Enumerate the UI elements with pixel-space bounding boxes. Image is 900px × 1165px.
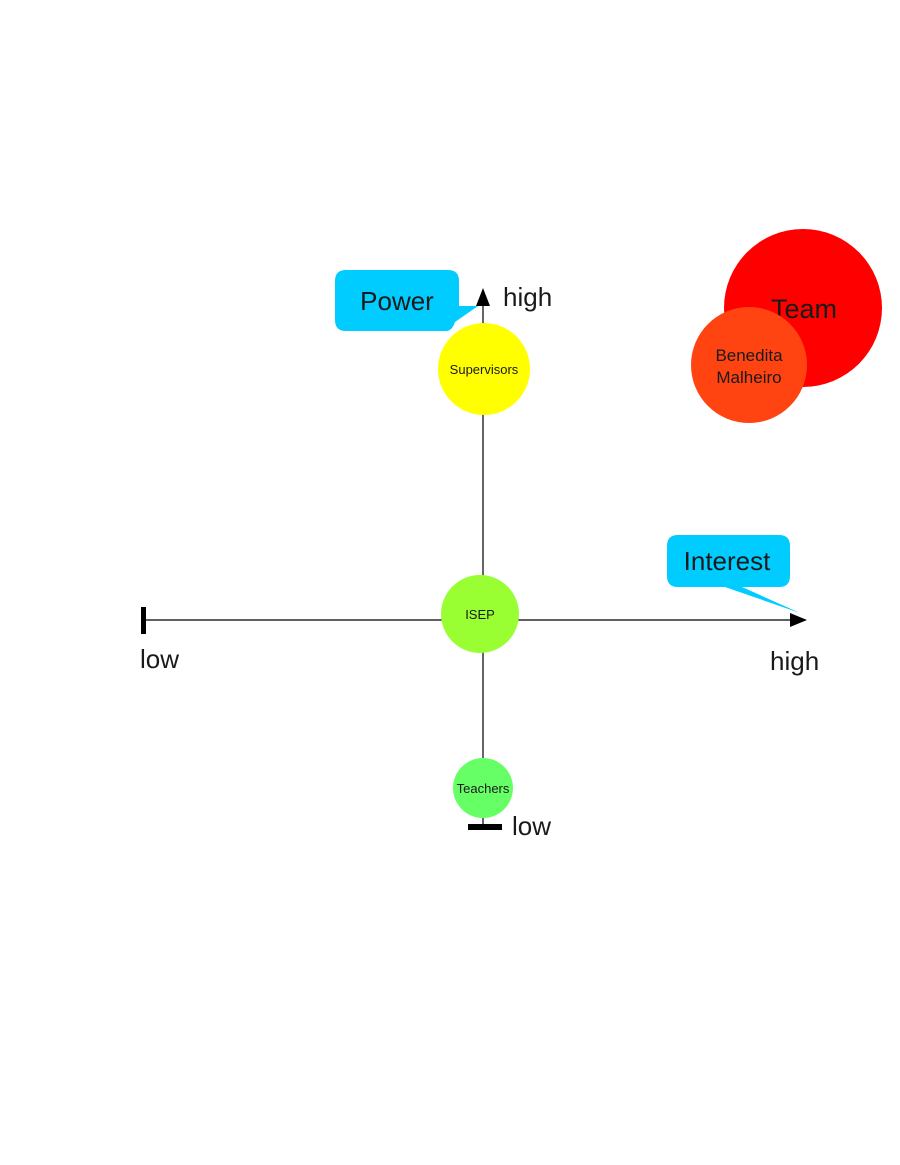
power-callout-bubble <box>335 270 478 331</box>
power-low-label: low <box>512 811 551 841</box>
power-high-label: high <box>503 282 552 312</box>
power-callout: Power <box>335 270 478 331</box>
interest-high-label: high <box>770 646 819 676</box>
teachers-circle <box>453 758 513 818</box>
isep-label: ISEP <box>465 607 495 622</box>
power-axis-arrowhead <box>476 288 490 306</box>
power-callout-label: Power <box>360 286 434 316</box>
benedita-malheiro-label-line2: Malheiro <box>716 368 781 387</box>
interest-callout: Interest <box>667 535 800 613</box>
benedita-malheiro-circle <box>691 307 807 423</box>
interest-low-label: low <box>140 644 179 674</box>
interest-axis-low-end-bar <box>141 607 146 634</box>
isep-circle <box>441 575 519 653</box>
stakeholder-benedita-malheiro: Benedita Malheiro <box>691 307 807 423</box>
interest-callout-bubble <box>667 535 800 613</box>
supervisors-circle <box>438 323 530 415</box>
stakeholder-teachers: Teachers <box>453 758 513 818</box>
interest-callout-label: Interest <box>684 546 771 576</box>
power-axis-low-end-bar <box>468 824 502 830</box>
stakeholder-isep: ISEP <box>441 575 519 653</box>
benedita-malheiro-label-line1: Benedita <box>715 346 783 365</box>
supervisors-label: Supervisors <box>450 362 519 377</box>
stakeholder-supervisors: Supervisors <box>438 323 530 415</box>
teachers-label: Teachers <box>457 781 510 796</box>
interest-axis-arrowhead <box>790 613 807 627</box>
